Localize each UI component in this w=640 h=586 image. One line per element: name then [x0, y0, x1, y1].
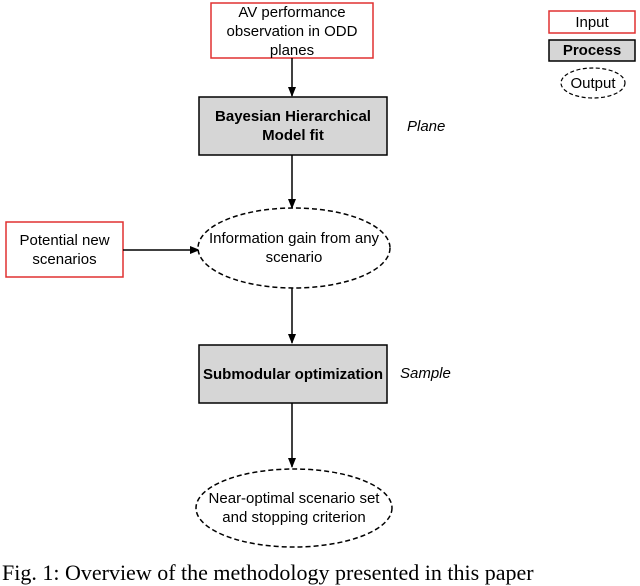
legend-input-swatch — [548, 10, 636, 34]
info-gain-ellipse — [197, 207, 391, 289]
figure-caption: Fig. 1: Overview of the methodology pres… — [2, 560, 534, 585]
bhm-fit-box — [198, 96, 388, 156]
av-observation-box — [210, 2, 374, 59]
plane-label: Plane — [407, 118, 446, 135]
legend-process-label: Process — [562, 42, 622, 59]
legend-input-label: Input — [575, 13, 609, 31]
av-observation-label: AV performance observation in ODD planes — [226, 3, 358, 59]
submodular-label: Submodular optimization — [203, 365, 383, 383]
submodular-box — [198, 344, 388, 404]
legend-output-swatch — [560, 67, 626, 99]
legend-output-label: Output — [570, 74, 616, 92]
near-optimal-label: Near-optimal scenario set and stopping c… — [208, 490, 380, 526]
info-gain-label: Information gain from any scenario — [208, 230, 380, 266]
near-optimal-ellipse — [195, 468, 393, 548]
sample-label: Sample — [400, 365, 451, 382]
legend-process-swatch — [548, 39, 636, 62]
potential-scenarios-label: Potential new scenarios — [19, 231, 110, 268]
bhm-fit-label: Bayesian Hierarchical Model fit — [215, 108, 371, 144]
potential-scenarios-box — [5, 221, 124, 278]
